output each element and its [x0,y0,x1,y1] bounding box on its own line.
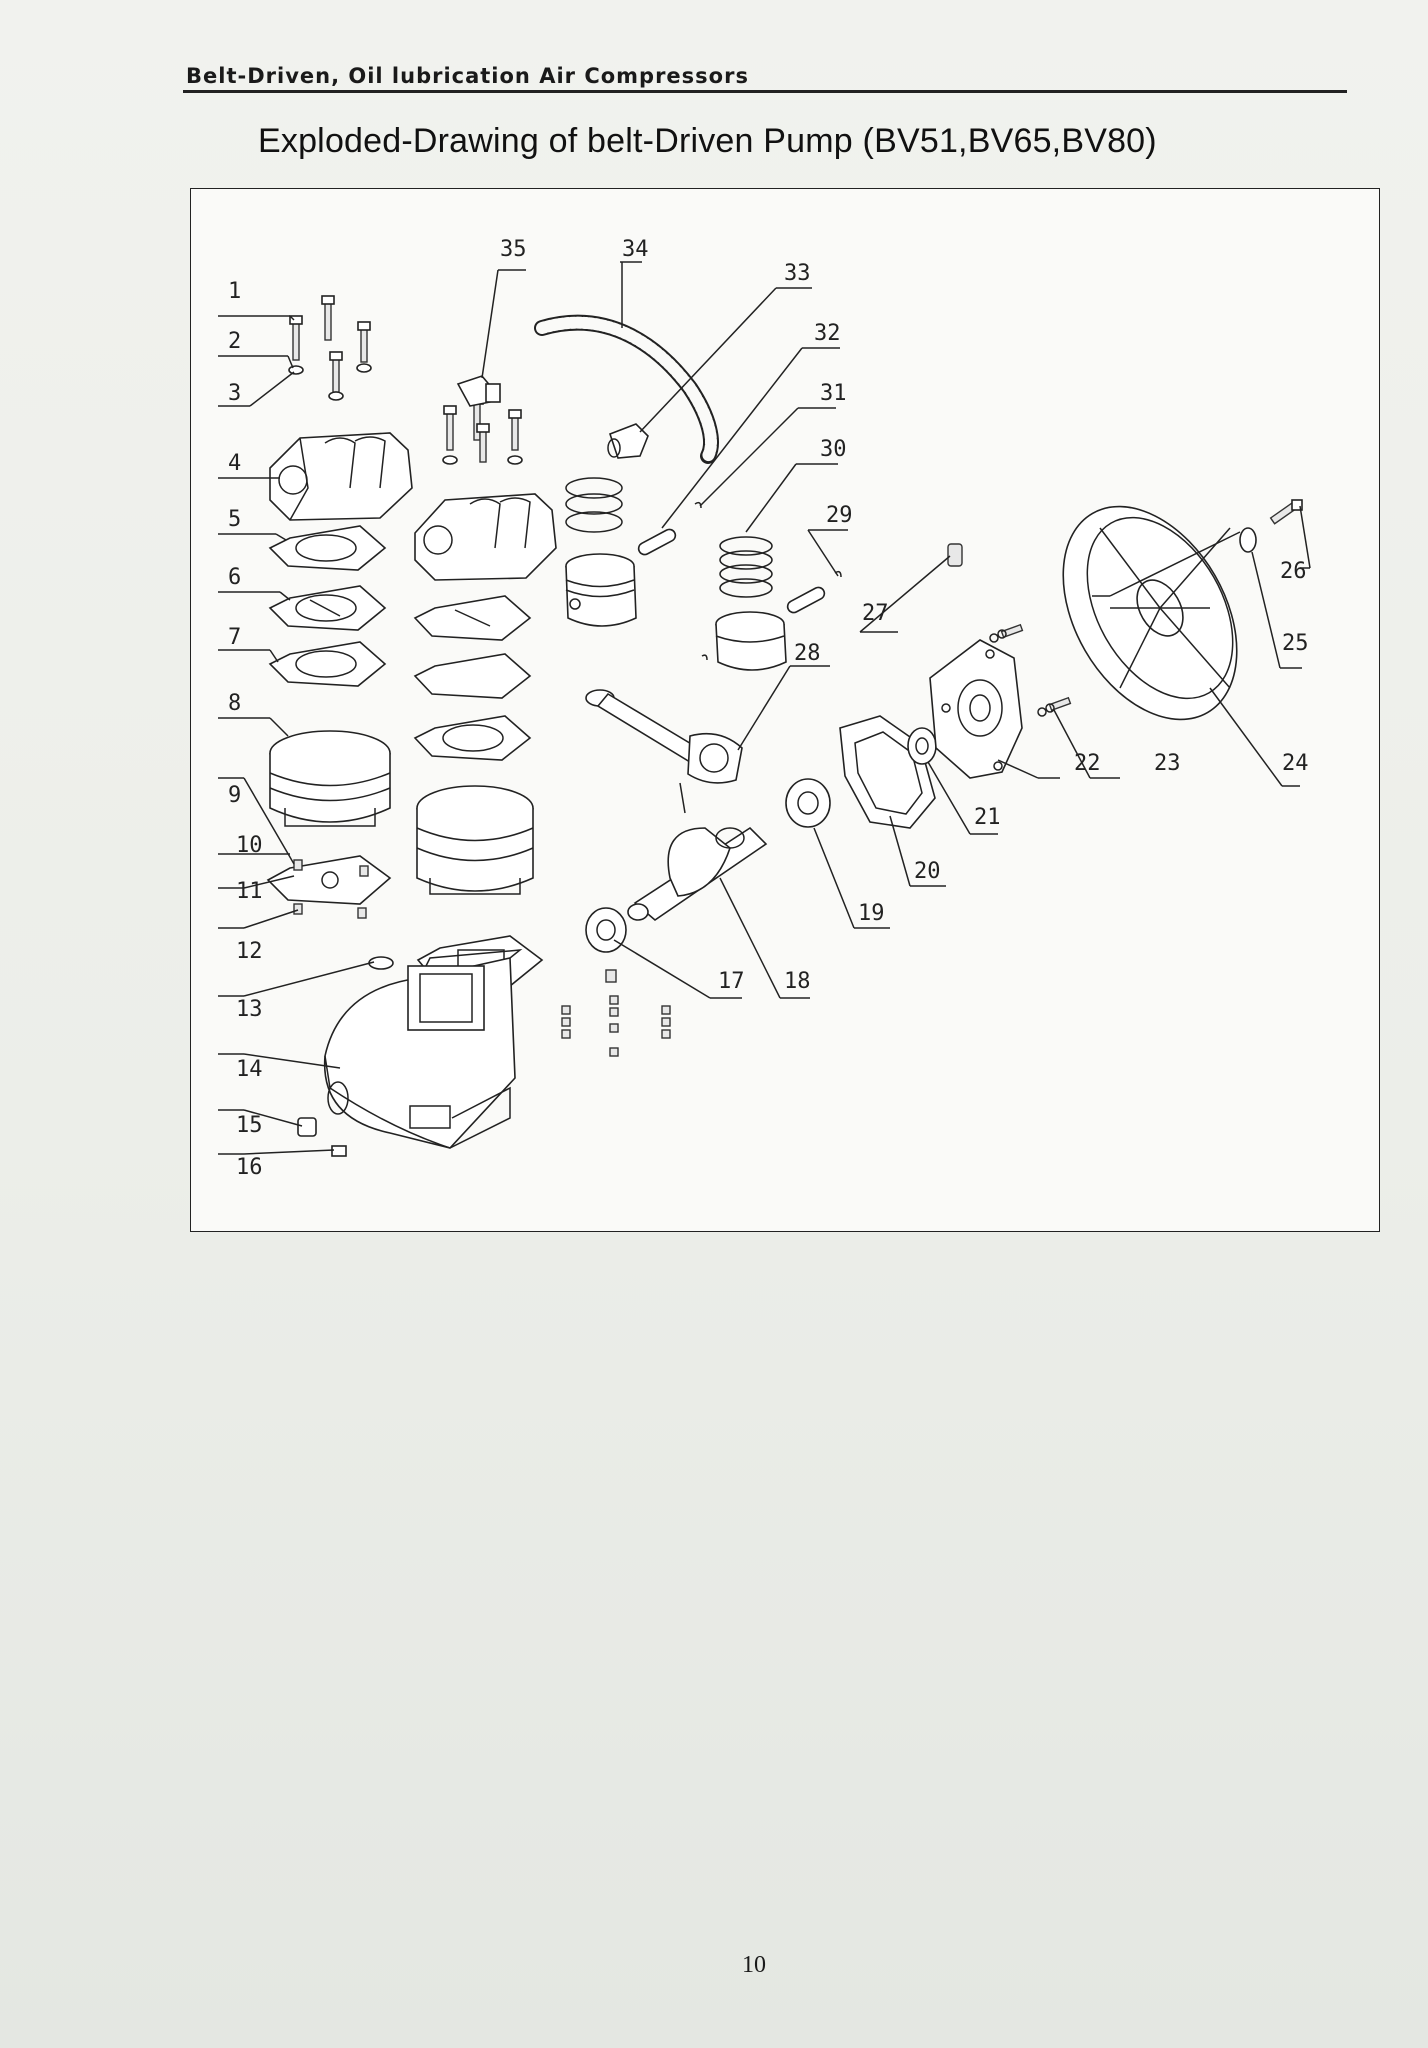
bolts-22-23 [989,623,1072,717]
callout-13: 13 [236,997,263,1022]
callout-11: 11 [236,879,263,904]
elbow-fitting-33 [607,423,649,459]
bearing-housing [929,639,1023,779]
piston-rings-left [565,477,623,533]
running-head: Belt-Driven, Oil lubrication Air Compres… [186,64,749,88]
gaskets-center [413,595,532,761]
callout-14: 14 [236,1057,263,1082]
cylinder-head-left [269,432,413,521]
nuts-column [561,969,671,1057]
callout-5: 5 [228,507,241,532]
callout-2: 2 [228,329,241,354]
valve-plate-left [266,855,392,919]
callout-numbers: 1 2 3 4 5 6 7 8 9 10 11 12 13 14 15 16 1… [228,237,1309,1180]
pulley-washer-bolt [1239,499,1303,553]
callout-32: 32 [814,321,841,346]
header-rule [183,90,1347,93]
cylinder-left [269,730,391,827]
gaskets-left [268,525,387,687]
bolts-left [288,295,372,401]
callout-28: 28 [794,641,821,666]
piston-right [701,570,842,671]
bearing-small [585,907,627,953]
cylinder-head-center [414,493,557,581]
callout-1: 1 [228,279,241,304]
callout-12: 12 [236,939,263,964]
callout-27: 27 [862,601,889,626]
callout-3: 3 [228,381,241,406]
callout-22: 22 [1074,751,1101,776]
exploded-drawing: 1 2 3 4 5 6 7 8 9 10 11 12 13 14 15 16 1… [190,188,1380,1232]
elbow-fitting-35 [456,375,501,407]
crankshaft [627,826,768,922]
callout-19: 19 [858,901,885,926]
callout-16: 16 [236,1155,263,1180]
callout-10: 10 [236,833,263,858]
callout-24: 24 [1282,751,1309,776]
piston-rings-right [719,536,773,598]
page-number: 10 [742,1952,766,1978]
callout-4: 4 [228,451,241,476]
callout-23: 23 [1154,751,1181,776]
piston-left [565,553,637,627]
callout-9: 9 [228,783,241,808]
drain-plug [297,1117,347,1157]
callout-25: 25 [1282,631,1309,656]
callout-18: 18 [784,969,811,994]
oil-sight-glass [947,543,963,567]
callout-6: 6 [228,565,241,590]
callout-21: 21 [974,805,1001,830]
bearing-large [785,778,831,828]
callout-35: 35 [500,237,527,262]
copper-tube [534,314,719,464]
callout-20: 20 [914,859,941,884]
wrist-pin [637,501,702,556]
callout-15: 15 [236,1113,263,1138]
callout-7: 7 [228,625,241,650]
connecting-rod [585,689,743,814]
callout-29: 29 [826,503,853,528]
callout-33: 33 [784,261,811,286]
cylinder-center [416,785,534,895]
crankcase [323,949,523,1149]
leader-lines [218,261,1311,1155]
callout-31: 31 [820,381,847,406]
callout-26: 26 [1280,559,1307,584]
callout-30: 30 [820,437,847,462]
callout-34: 34 [622,237,649,262]
callout-8: 8 [228,691,241,716]
pulley-flywheel [1062,505,1238,721]
oil-seal [907,727,937,765]
callout-17: 17 [718,969,745,994]
page-title: Exploded-Drawing of belt-Driven Pump (BV… [258,122,1157,160]
